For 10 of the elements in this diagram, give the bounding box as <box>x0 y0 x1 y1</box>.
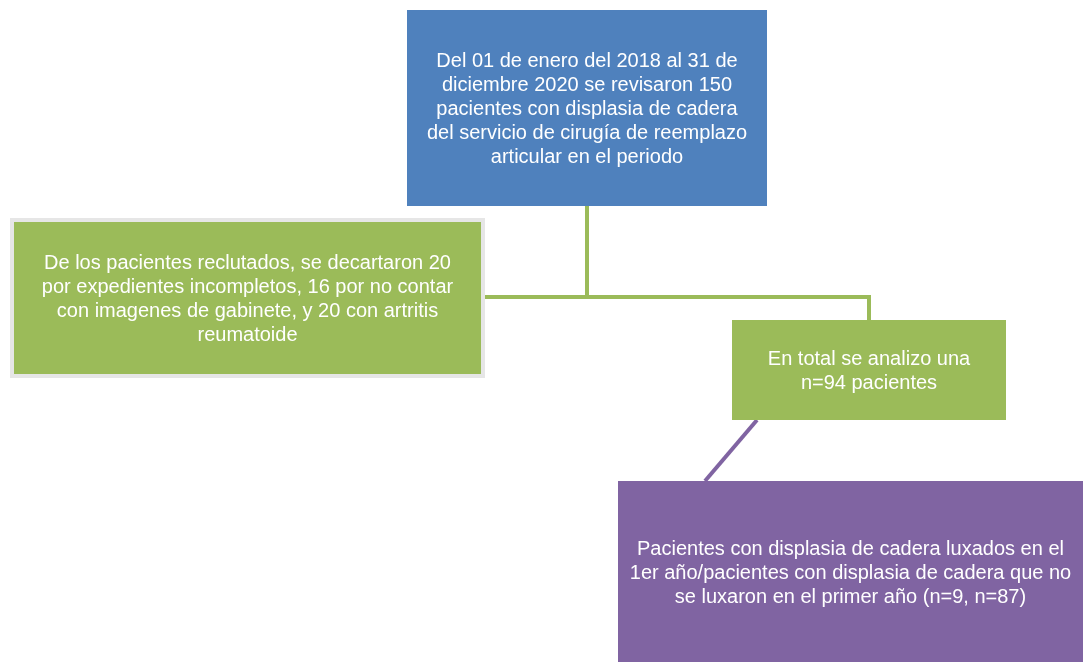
connector-line <box>585 206 871 320</box>
process-box <box>10 218 485 378</box>
process-box <box>732 320 1006 420</box>
connector-line <box>703 418 759 483</box>
process-box <box>618 481 1083 662</box>
node-text: En total se analizo una n=94 pacientes <box>766 346 972 394</box>
node-text: Del 01 de enero del 2018 al 31 de diciembre 2020 se revisaron 150 pacientes con displasia de cadera del servicio de cirugía de reemplazo articular en el periodo <box>425 48 749 168</box>
node-text: Pacientes con displasia de cadera luxados en el 1er año/pacientes con displasia de cadera que no se luxaron en el primer año (n=9, n=87) <box>628 535 1073 608</box>
node-text: De los pacientes reclutados, se decartaron 20 por expedientes incompletos, 16 por no contar con imagenes de gabinete, y 20 con artritis reumatoide <box>40 250 455 346</box>
process-box <box>407 10 767 206</box>
